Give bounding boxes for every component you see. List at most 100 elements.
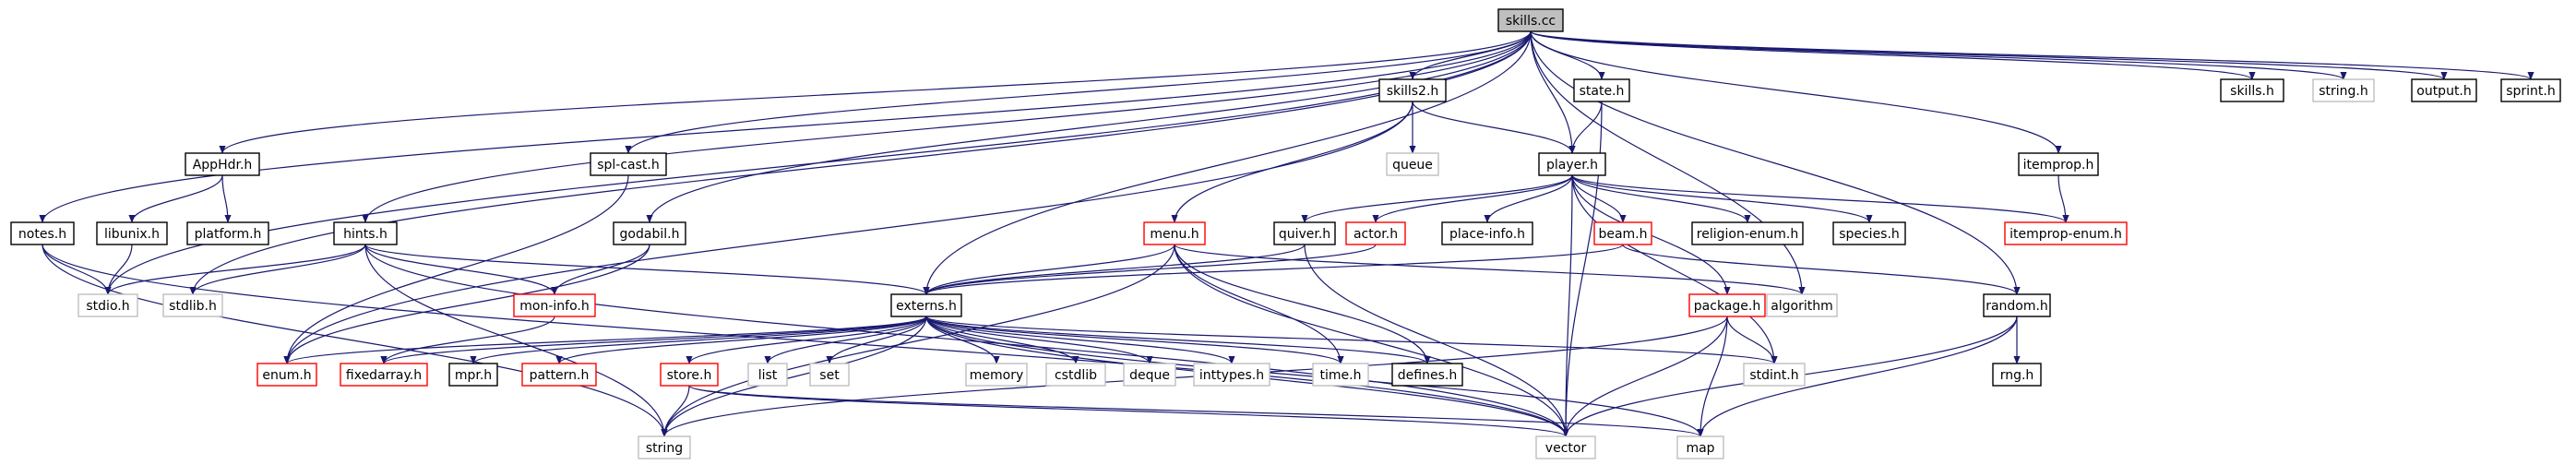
node-store-h[interactable]: store.h: [660, 363, 719, 387]
node-skills-cc[interactable]: skills.cc: [1497, 8, 1564, 32]
node-output-h[interactable]: output.h: [2411, 78, 2477, 102]
node-pattern-h[interactable]: pattern.h: [521, 363, 597, 387]
node-enum-h[interactable]: enum.h: [256, 363, 317, 387]
node-box: [638, 435, 691, 459]
node-box: [1992, 363, 2042, 387]
edge-externs-h-to-deque: [925, 316, 1153, 364]
node-label: itemprop.h: [2023, 158, 2094, 173]
edge-hints-h-to-externs-h: [364, 244, 930, 295]
node-externs-h[interactable]: externs.h: [890, 293, 962, 317]
node-box: [1386, 152, 1439, 176]
node-box: [1538, 152, 1606, 176]
node-godabil-h[interactable]: godabil.h: [613, 221, 686, 245]
node-label: species.h: [1839, 227, 1900, 242]
node-place-info-h[interactable]: place-info.h: [1441, 221, 1533, 245]
node-itemprop-enum-h[interactable]: itemprop-enum.h: [2004, 221, 2128, 245]
edge-externs-h-to-store-h: [686, 316, 927, 364]
edge-skills2-h-to-enum-h: [283, 101, 1413, 364]
node-box: [1691, 221, 1804, 245]
node-quiver-h[interactable]: quiver.h: [1273, 221, 1336, 245]
node-player-h[interactable]: player.h: [1538, 152, 1606, 176]
node-time-h: time.h: [1312, 363, 1369, 387]
node-box: [162, 293, 223, 317]
node-box: [660, 363, 719, 387]
edge-player-h-to-quiver-h: [1301, 174, 1573, 223]
node-mpr-h[interactable]: mpr.h: [448, 363, 498, 387]
node-box: [340, 363, 428, 387]
edge-player-h-to-religion-enum-h: [1571, 174, 1751, 223]
node-label: externs.h: [896, 299, 957, 314]
edge-skills-cc-to-externs-h: [923, 30, 1532, 295]
edge-mon-info-h-to-fixedarray-h: [380, 316, 555, 364]
edge-skills-cc-to-sprint-h: [1530, 30, 2534, 80]
edge-externs-h-to-stdint-h: [925, 316, 1778, 364]
node-skills-h[interactable]: skills.h: [2220, 78, 2284, 102]
edge-random-h-to-map: [1697, 316, 2018, 437]
node-algorithm: algorithm: [1766, 293, 1838, 317]
node-platform-h[interactable]: platform.h: [186, 221, 269, 245]
node-skills2-h[interactable]: skills2.h: [1378, 78, 1447, 102]
node-memory: memory: [965, 363, 1028, 387]
node-label: state.h: [1580, 84, 1625, 99]
node-label: pattern.h: [530, 368, 590, 383]
node-package-h[interactable]: package.h: [1688, 293, 1766, 317]
node-actor-h[interactable]: actor.h: [1345, 221, 1406, 245]
node-box: [513, 293, 596, 317]
node-notes-h[interactable]: notes.h: [10, 221, 75, 245]
node-religion-enum-h[interactable]: religion-enum.h: [1691, 221, 1804, 245]
node-state-h[interactable]: state.h: [1573, 78, 1630, 102]
node-fixedarray-h[interactable]: fixedarray.h: [340, 363, 428, 387]
edge-skills-cc-to-notes-h: [39, 30, 1532, 223]
node-menu-h[interactable]: menu.h: [1143, 221, 1206, 245]
node-label: algorithm: [1771, 299, 1833, 314]
node-box: [1676, 435, 1724, 459]
node-sprint-h[interactable]: sprint.h: [2500, 78, 2561, 102]
edge-hints-h-to-string: [364, 244, 668, 437]
edge-hints-h-to-vector: [364, 244, 1569, 437]
node-label: platform.h: [195, 227, 262, 242]
node-box: [590, 152, 667, 176]
node-itemprop-h[interactable]: itemprop.h: [2018, 152, 2099, 176]
node-label: mon-info.h: [519, 299, 589, 314]
node-beam-h[interactable]: beam.h: [1593, 221, 1652, 245]
edge-state-h-to-player-h: [1568, 101, 1603, 154]
node-label: hints.h: [343, 227, 388, 242]
node-label: store.h: [667, 368, 712, 383]
node-box: [1983, 293, 2051, 317]
node-label: defines.h: [1398, 368, 1457, 383]
node-box: [1193, 363, 1270, 387]
node-label: itemprop-enum.h: [2010, 227, 2122, 242]
node-label: string.h: [2319, 84, 2368, 99]
edge-quiver-h-to-externs-h: [923, 244, 1306, 295]
node-box: [333, 221, 398, 245]
node-defines-h[interactable]: defines.h: [1391, 363, 1463, 387]
node-mon-info-h[interactable]: mon-info.h: [513, 293, 596, 317]
node-stdlib-h: stdlib.h: [162, 293, 223, 317]
node-hints-h[interactable]: hints.h: [333, 221, 398, 245]
node-rng-h[interactable]: rng.h: [1992, 363, 2042, 387]
node-box: [1378, 78, 1447, 102]
node-label: map: [1686, 441, 1714, 456]
node-box: [1688, 293, 1766, 317]
node-box: [2220, 78, 2284, 102]
node-box: [185, 152, 260, 176]
edge-skills-cc-to-spl-cast-h: [625, 30, 1532, 154]
node-label: time.h: [1320, 368, 1362, 383]
node-deque: deque: [1123, 363, 1176, 387]
node-label: vector: [1545, 441, 1587, 456]
node-box: [1312, 363, 1369, 387]
node-label: menu.h: [1150, 227, 1199, 242]
edge-hints-h-to-stdlib-h: [189, 244, 366, 295]
node-label: string: [646, 441, 683, 456]
node-random-h[interactable]: random.h: [1983, 293, 2051, 317]
node-box: [2411, 78, 2477, 102]
node-spl-cast-h[interactable]: spl-cast.h: [590, 152, 667, 176]
node-box: [2004, 221, 2128, 245]
node-libunix-h[interactable]: libunix.h: [96, 221, 168, 245]
node-label: mpr.h: [455, 368, 492, 383]
node-box: [10, 221, 75, 245]
node-species-h[interactable]: species.h: [1832, 221, 1906, 245]
node-string: string: [638, 435, 691, 459]
node-apphdr-h[interactable]: AppHdr.h: [185, 152, 260, 176]
